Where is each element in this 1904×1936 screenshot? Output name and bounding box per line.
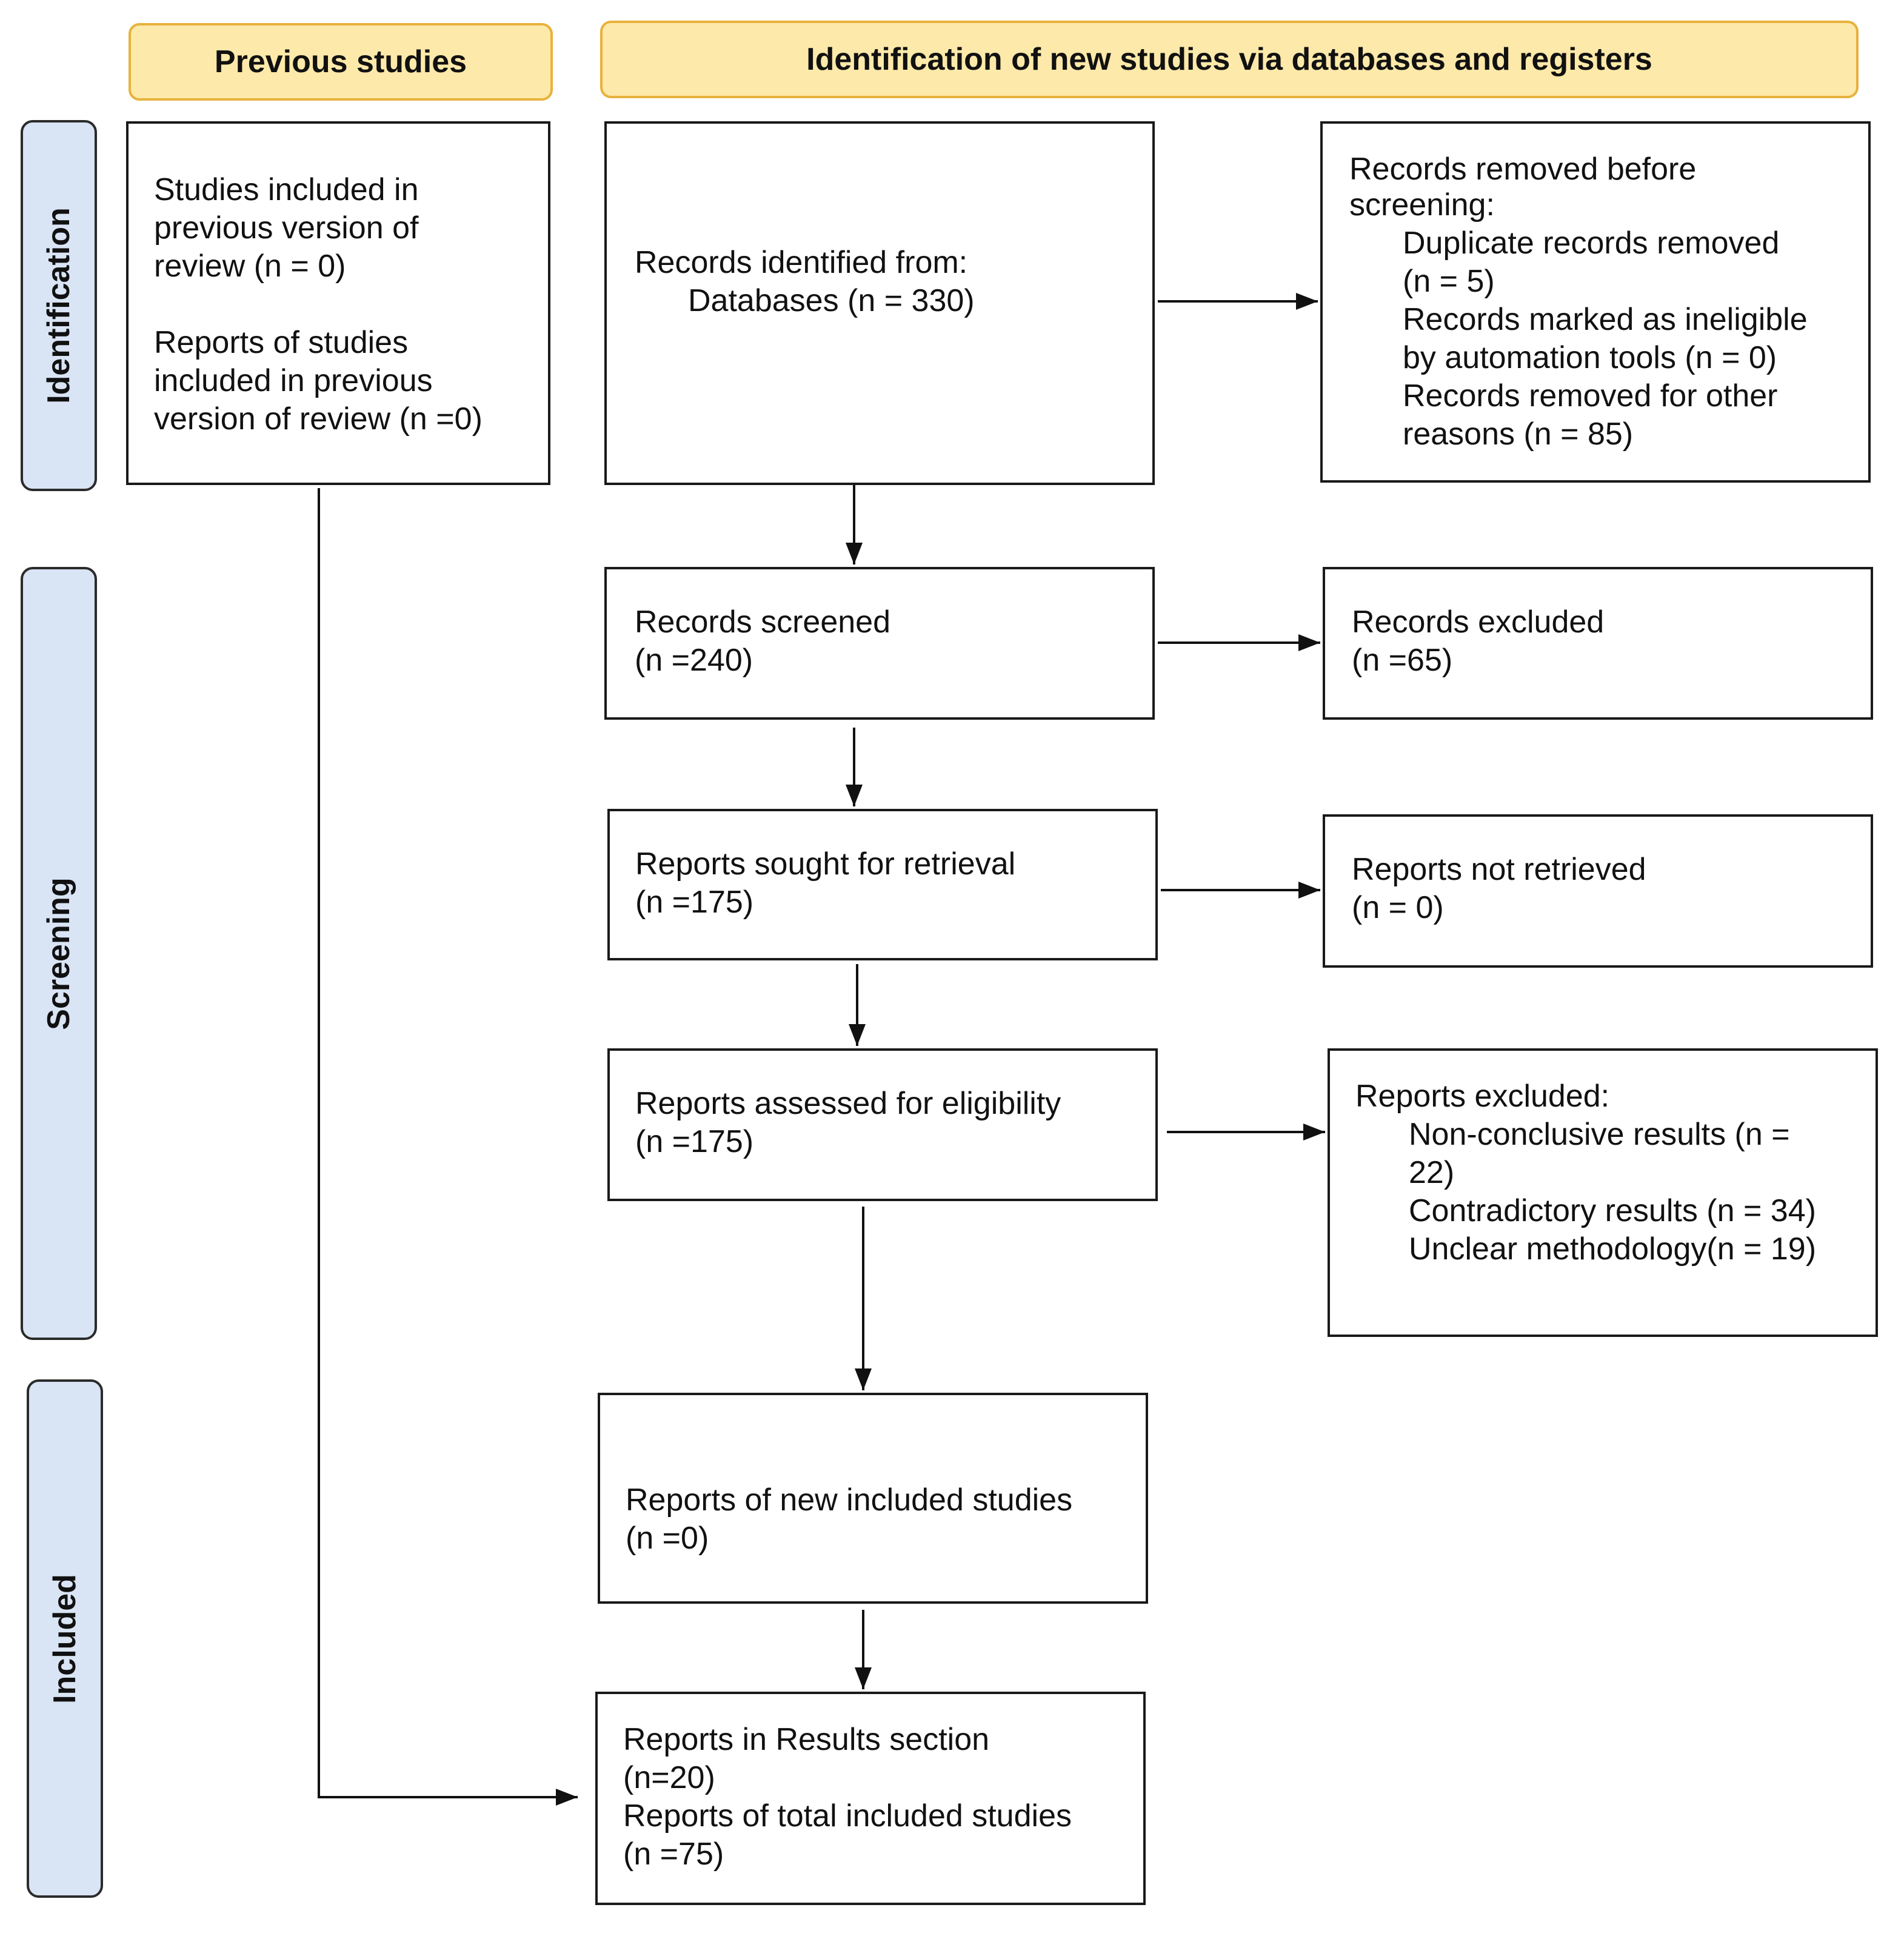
text-line: review (n = 0) <box>154 249 346 284</box>
text-line: (n = 0) <box>1352 890 1444 925</box>
text-line: Reports of new included studies <box>626 1482 1073 1518</box>
text-line: Reports not retrieved <box>1352 852 1646 887</box>
header-previous-studies: Previous studies <box>129 23 553 101</box>
header-new-studies-label: Identification of new studies via databa… <box>806 42 1652 77</box>
text-line: (n =0) <box>626 1521 709 1556</box>
text-line: Reports of studies <box>154 325 409 360</box>
box-results-section: Reports in Results section (n=20) Report… <box>595 1692 1146 1905</box>
text-line: Records removed for other <box>1403 378 1778 414</box>
box-previous-studies: Studies included in previous version of … <box>126 121 550 485</box>
text-line: Non-conclusive results (n = <box>1409 1117 1790 1152</box>
box-records-excluded: Records excluded (n =65) <box>1323 567 1873 720</box>
box-records-removed: Records removed before screening: Duplic… <box>1320 121 1871 483</box>
text-line: Databases (n = 330) <box>688 283 975 318</box>
box-records-identified: Records identified from: Databases (n = … <box>604 121 1155 485</box>
header-new-studies: Identification of new studies via databa… <box>600 21 1859 98</box>
box-new-included-studies: Reports of new included studies (n =0) <box>598 1393 1148 1604</box>
text-line: Records marked as ineligible <box>1403 302 1808 337</box>
text-line: Studies included in <box>154 172 419 207</box>
text-line: Records screened <box>635 605 890 640</box>
arrow-previous-to-results <box>318 488 578 1806</box>
text-line: Unclear methodology(n = 19) <box>1409 1231 1817 1267</box>
text-line: Reports in Results section <box>623 1722 990 1757</box>
phase-included: Included <box>27 1379 103 1898</box>
text-line: Records excluded <box>1352 605 1605 640</box>
box-reports-assessed: Reports assessed for eligibility (n =175… <box>607 1048 1158 1201</box>
text-line: (n =75) <box>623 1837 724 1872</box>
text-line: Duplicate records removed <box>1403 226 1780 261</box>
box-reports-not-retrieved: Reports not retrieved (n = 0) <box>1323 814 1873 968</box>
text-line: version of review (n =0) <box>154 401 483 437</box>
text-line: 22) <box>1409 1155 1455 1190</box>
text-line: by automation tools (n = 0) <box>1403 340 1777 375</box>
box-reports-sought: Reports sought for retrieval (n =175) <box>607 809 1158 960</box>
text-line: (n = 5) <box>1403 264 1495 299</box>
text-line: Records removed before <box>1349 152 1697 187</box>
text-line: reasons (n = 85) <box>1403 417 1634 452</box>
text-line: (n =240) <box>635 643 753 678</box>
text-line: (n =175) <box>635 885 754 920</box>
text-line: Reports assessed for eligibility <box>635 1086 1061 1121</box>
text-line: Records identified from: <box>635 245 968 280</box>
text-line: screening: <box>1349 187 1495 223</box>
text-line: (n=20) <box>623 1760 715 1795</box>
text-line: (n =65) <box>1352 643 1453 678</box>
text-line: included in previous <box>154 363 433 398</box>
box-records-screened: Records screened (n =240) <box>604 567 1155 720</box>
text-line: (n =175) <box>635 1124 754 1159</box>
text-line: Reports of total included studies <box>623 1798 1072 1834</box>
phase-identification: Identification <box>21 120 97 491</box>
text-line: Reports excluded: <box>1355 1079 1610 1114</box>
phase-screening: Screening <box>21 567 97 1340</box>
text-line: previous version of <box>154 210 419 246</box>
header-previous-studies-label: Previous studies <box>214 44 467 79</box>
text-line: Contradictory results (n = 34) <box>1409 1193 1816 1228</box>
text-line: Reports sought for retrieval <box>635 846 1016 882</box>
box-reports-excluded: Reports excluded: Non-conclusive results… <box>1328 1048 1878 1337</box>
